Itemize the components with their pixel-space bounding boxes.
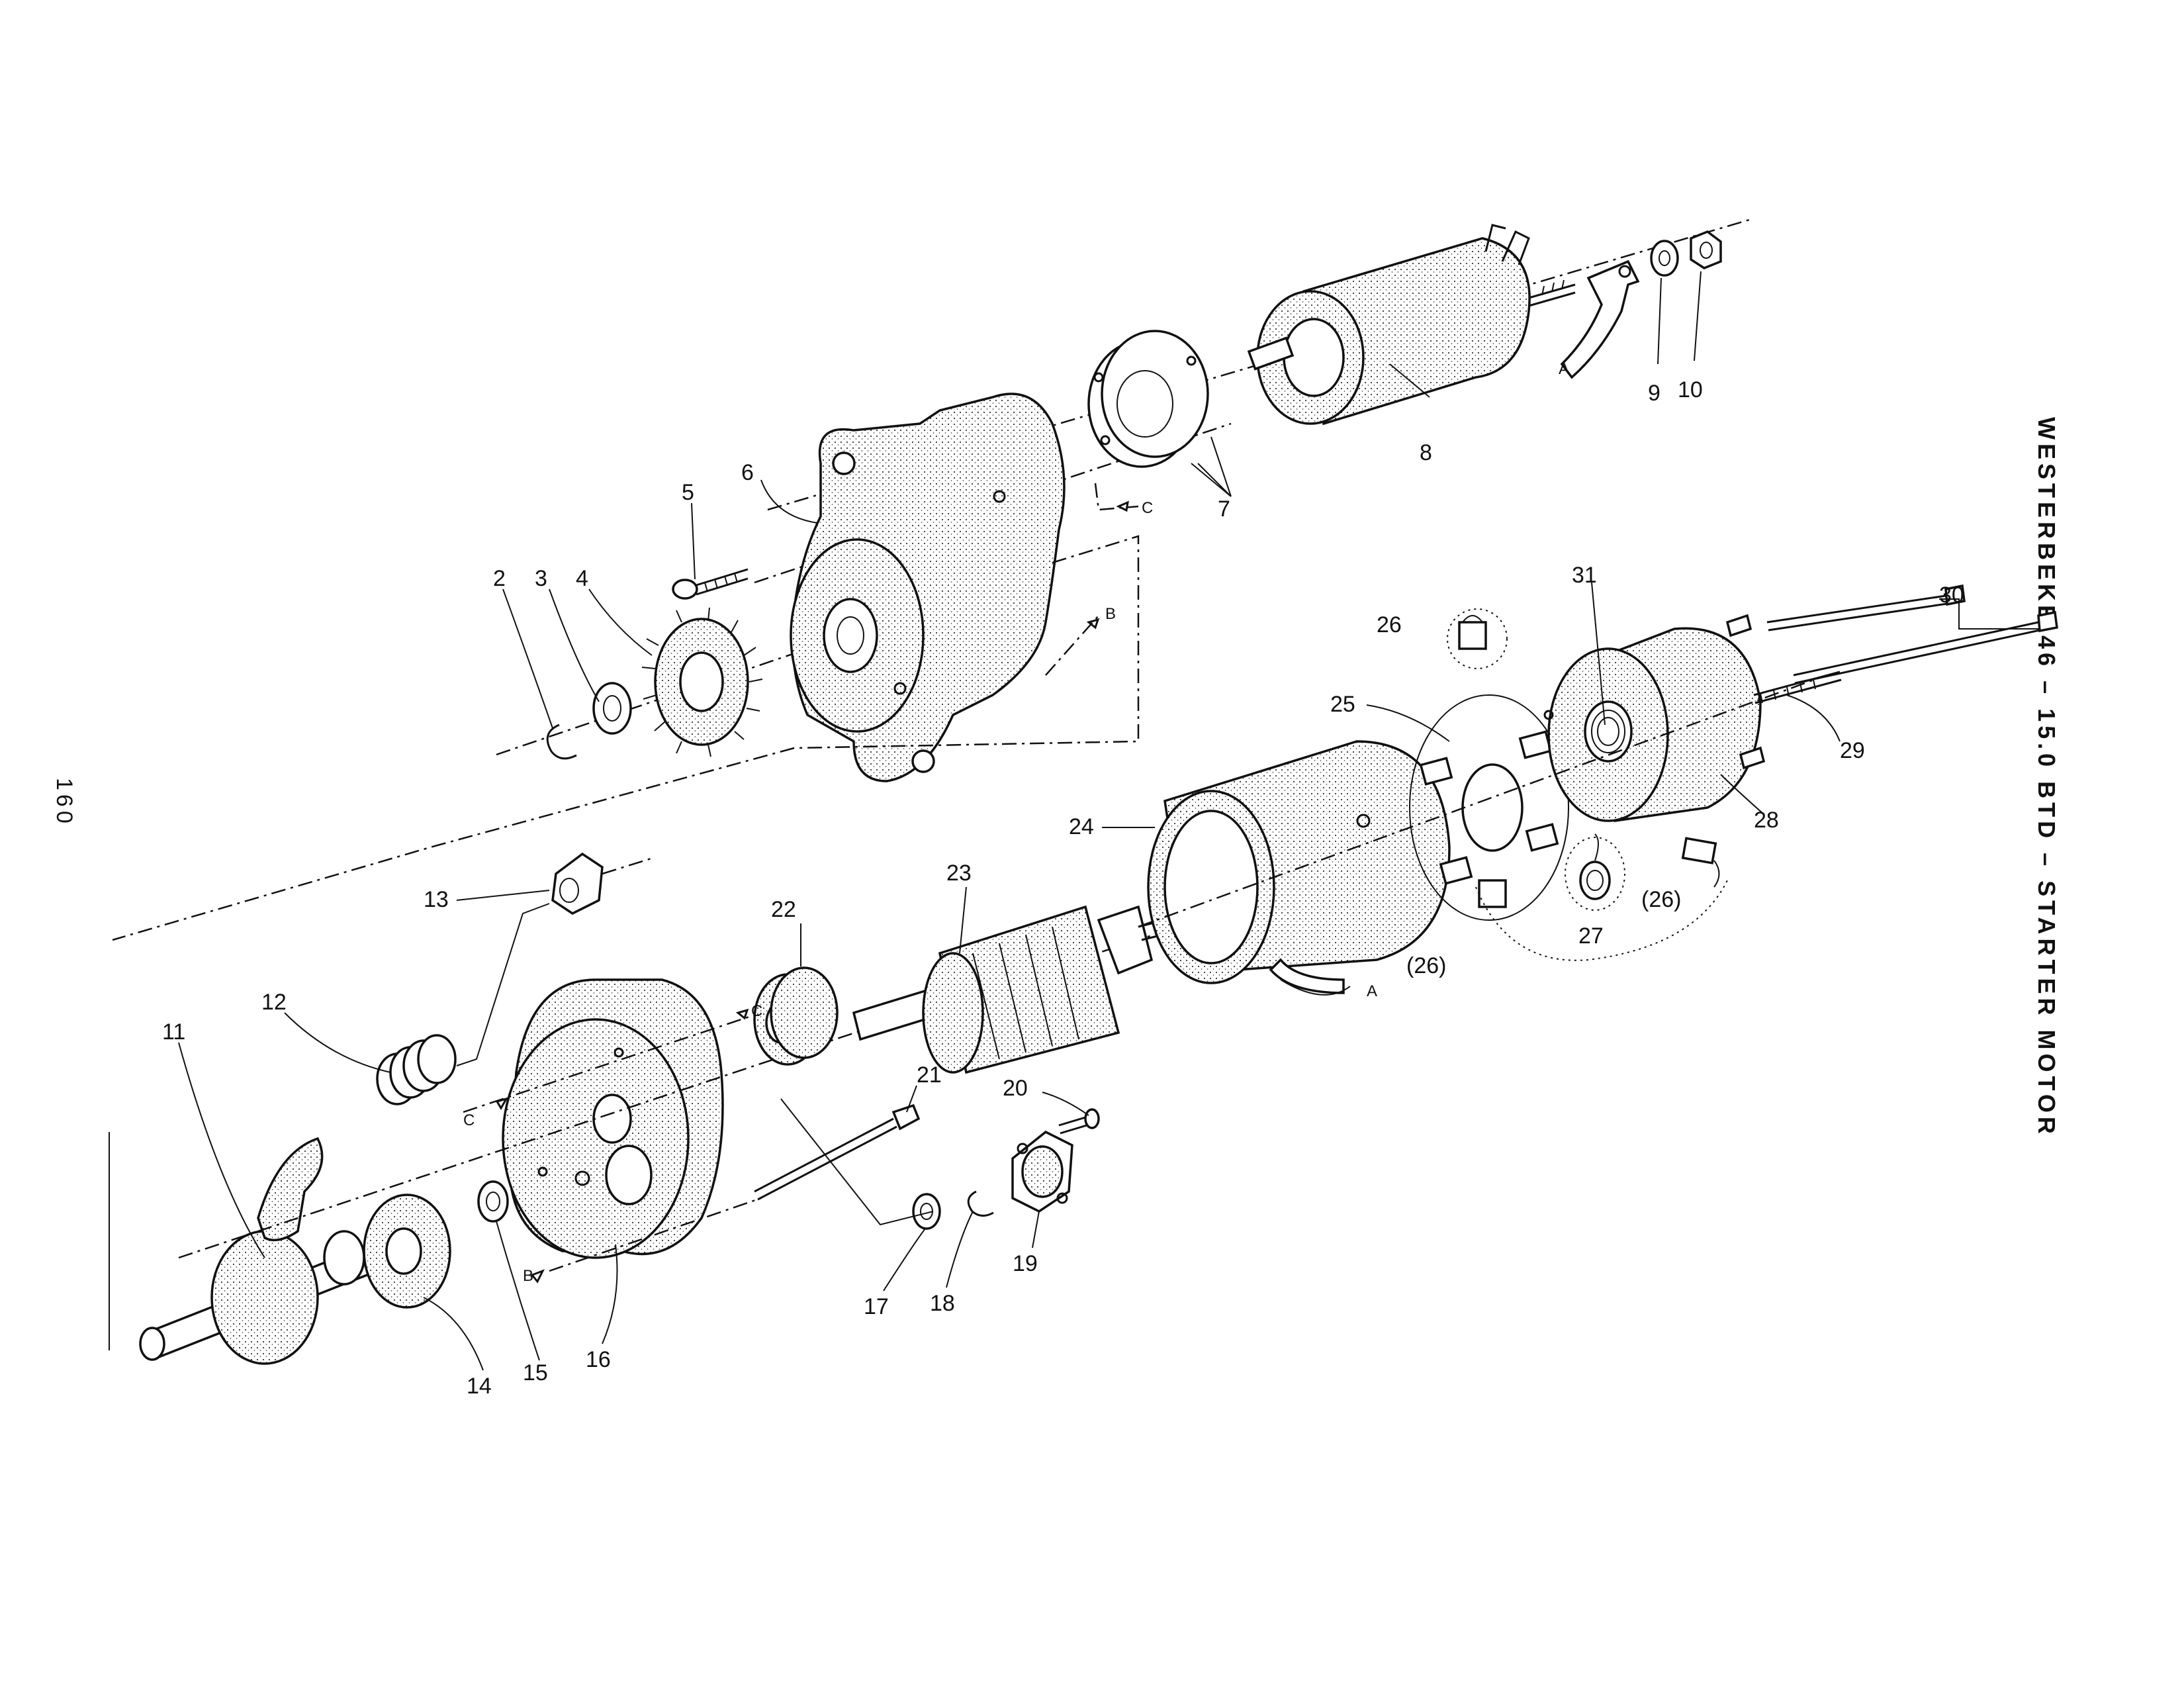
part-20-screw [1058, 1108, 1100, 1135]
callout-5: 5 [682, 480, 694, 505]
axis-line-cover [1138, 674, 1827, 928]
part-8-solenoid [1247, 224, 1576, 426]
callout-labels: 2 3 4 5 6 7 8 9 10 11 12 13 14 15 16 17 … [162, 377, 1964, 1399]
part-9-washer [1650, 240, 1679, 277]
callout-2: 2 [493, 566, 506, 591]
part-3-collar [592, 682, 632, 735]
part-2-circlip [546, 724, 577, 760]
ref-arrow-b-bottom [530, 1269, 545, 1284]
part-26-brush-bottom-right [1681, 837, 1720, 888]
ref-letter-b-bottom: B [523, 1267, 533, 1285]
callout-4: 4 [576, 566, 588, 591]
ref-letter-c-top: C [1142, 499, 1153, 517]
part-31-bearing [1591, 710, 1625, 753]
part-28-commutator-end-cover [1543, 627, 1762, 822]
part-12-spring [376, 1034, 457, 1105]
part-23-armature [852, 905, 1169, 1074]
leader-13-12 [456, 903, 550, 1066]
callout-19: 19 [1013, 1251, 1038, 1276]
callout-31: 31 [1572, 563, 1597, 588]
callout-16: 16 [586, 1347, 611, 1372]
ref-arrow-b-top [1086, 618, 1100, 630]
ref-a-bottom-wire [1280, 979, 1351, 996]
ref-letter-c-bottom-2: C [751, 1002, 762, 1020]
part-21-through-bolt [754, 1103, 921, 1201]
part-6-drive-end-housing [790, 393, 1066, 782]
part-17-washer [912, 1193, 941, 1230]
callout-28: 28 [1754, 808, 1779, 833]
ref-line-c-top [1094, 483, 1139, 511]
ref-line-b-mid [1045, 615, 1099, 676]
callout-26-paren-right: (26) [1641, 887, 1681, 912]
part-29-screws [1725, 614, 1842, 770]
page-number: 160 [52, 778, 77, 827]
part-13-bush [551, 852, 604, 915]
callout-25: 25 [1330, 692, 1355, 717]
ref-letter-a-bottom: A [1367, 982, 1377, 1000]
leader-17-21 [780, 1098, 934, 1226]
callout-27: 27 [1578, 923, 1604, 949]
callout-24: 24 [1069, 814, 1094, 839]
part-27-brush-spring [1565, 833, 1625, 911]
callout-8: 8 [1420, 440, 1432, 465]
part-15-washer [477, 1180, 509, 1223]
part-22-bearing [753, 966, 839, 1066]
callout-26-paren-left: (26) [1406, 953, 1446, 978]
callout-26: 26 [1377, 612, 1402, 637]
callout-29: 29 [1840, 738, 1865, 763]
callout-7: 7 [1218, 496, 1230, 522]
ref-arrow-c-bottom-1 [495, 1097, 509, 1110]
axis-line-top [496, 634, 848, 756]
callout-3: 3 [535, 566, 547, 591]
ref-letter-a-top: A [1559, 360, 1569, 378]
callout-20: 20 [1003, 1076, 1028, 1101]
callout-11: 11 [162, 1019, 185, 1045]
page-title: WESTERBEKE 46 – 15.0 BTD – STARTER MOTOR [2033, 417, 2060, 1138]
callout-9: 9 [1648, 381, 1661, 406]
terminal-strap-top [1560, 259, 1640, 379]
ref-line-b-bottom [549, 1197, 762, 1272]
part-30-through-bolts [1766, 584, 2058, 684]
callout-10: 10 [1678, 377, 1703, 402]
part-7-gasket-plate [1087, 330, 1209, 468]
part-26-brush-bottom-left [1478, 879, 1507, 908]
callout-14: 14 [467, 1374, 492, 1399]
part-14-gear [363, 1194, 451, 1309]
axis-line-bottom-2 [463, 1005, 782, 1113]
callout-leaders [178, 271, 2038, 1371]
ref-arrow-c-bottom-2 [735, 1008, 749, 1020]
callout-15: 15 [523, 1360, 548, 1385]
part-19-bearing-plate [1011, 1130, 1073, 1213]
part-24-field-frame [1147, 740, 1451, 994]
callout-13: 13 [424, 887, 449, 912]
callout-30: 30 [1939, 583, 1964, 608]
callout-18: 18 [930, 1291, 955, 1316]
axis-line-bottom [178, 925, 1179, 1259]
reference-letters: A A B B C C C [463, 360, 1569, 1285]
part-11-drive-shaft [109, 1132, 379, 1365]
part-16-intermediate-housing [502, 978, 724, 1259]
callout-22: 22 [771, 897, 796, 922]
callout-21: 21 [917, 1062, 942, 1088]
callout-12: 12 [261, 990, 287, 1015]
callout-6: 6 [741, 460, 754, 485]
part-10-nut [1690, 230, 1722, 269]
part-26-brush-top [1447, 608, 1508, 669]
part-5-bolt [672, 568, 749, 600]
ref-letter-b-top: B [1105, 605, 1116, 623]
part-25-brush-holder [1409, 694, 1569, 921]
part-4-pinion-gear [641, 607, 763, 757]
ref-arrow-c-top [1116, 500, 1129, 512]
callout-17: 17 [864, 1294, 889, 1319]
callout-23: 23 [946, 861, 972, 886]
ref-letter-c-bottom-1: C [463, 1111, 475, 1129]
axis-line-13 [602, 856, 656, 875]
